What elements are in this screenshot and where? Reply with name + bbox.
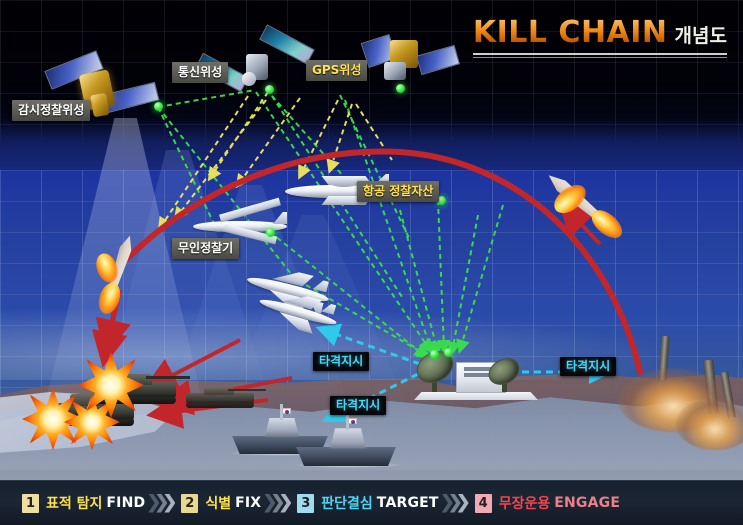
gps-satellite-icon bbox=[360, 32, 460, 98]
diagram-title: KILL CHAIN 개념도 bbox=[472, 15, 727, 58]
awacs-link-node bbox=[437, 196, 446, 205]
step-2-label-en: FIX bbox=[235, 495, 262, 511]
step-separator-chevron-icon bbox=[264, 493, 292, 513]
comms-satellite-link-node bbox=[265, 85, 274, 94]
step-3-label-en: TARGET bbox=[376, 495, 439, 511]
label-comms-satellite: 통신위성 bbox=[172, 62, 229, 83]
title-underline bbox=[472, 53, 727, 58]
label-strike-order-air: 타격지시 bbox=[313, 352, 370, 371]
step-3-badge: 3 bbox=[297, 493, 315, 513]
uav-aircraft-icon bbox=[193, 197, 291, 246]
step-4-label-en: ENGAGE bbox=[554, 495, 621, 511]
step-separator-chevron-icon bbox=[441, 493, 469, 513]
explosion-icon-3 bbox=[78, 352, 144, 418]
command-ground-station-icon bbox=[414, 346, 538, 400]
step-4-label-ko: 무장운용 bbox=[498, 496, 551, 512]
label-uav-recon: 무인정찰기 bbox=[172, 238, 240, 259]
enemy-tank-icon-3 bbox=[186, 386, 267, 408]
step-4-badge: 4 bbox=[474, 493, 492, 513]
destroyer-ship-icon-2 bbox=[296, 413, 396, 466]
step-2-label-ko: 식별 bbox=[205, 496, 232, 512]
label-strike-order-navy: 타격지시 bbox=[330, 396, 387, 415]
label-recon-satellite: 감시정찰위성 bbox=[12, 100, 91, 121]
step-separator-chevron-icon bbox=[148, 493, 176, 513]
label-gps-satellite: GPS위성 bbox=[306, 60, 368, 81]
step-3-label-ko: 판단결심 bbox=[321, 496, 373, 512]
label-aerial-recon-asset: 항공 정찰자산 bbox=[357, 181, 440, 202]
title-main-text: KILL CHAIN bbox=[472, 15, 668, 50]
comms-satellite-icon bbox=[195, 24, 315, 98]
uav-link-node bbox=[266, 228, 275, 237]
ground-station-link-node-2 bbox=[444, 348, 453, 357]
label-strike-order-missile: 타격지시 bbox=[560, 357, 617, 376]
launch-smoke-plume-2 bbox=[676, 398, 743, 450]
recon-satellite-link-node bbox=[154, 102, 163, 111]
launch-vector bbox=[557, 199, 602, 246]
title-sub-text: 개념도 bbox=[674, 25, 727, 47]
ground-station-link-node-1 bbox=[430, 350, 439, 359]
step-1-label-ko: 표적 탐지 bbox=[46, 496, 103, 512]
step-1-badge: 1 bbox=[22, 493, 39, 513]
intercept-arc bbox=[125, 148, 643, 375]
step-2-badge: 2 bbox=[181, 493, 199, 513]
step-1-label-en: FIND bbox=[106, 495, 146, 511]
gps-satellite-link-node bbox=[396, 84, 405, 93]
